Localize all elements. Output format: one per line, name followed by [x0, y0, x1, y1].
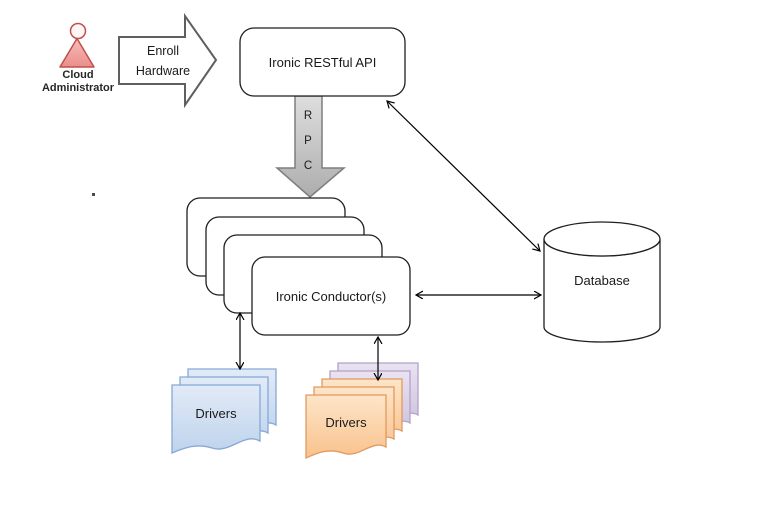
cylinder-top [543, 221, 661, 257]
arrow-api-database [387, 101, 540, 251]
drivers-blue-label: Drivers [195, 406, 237, 421]
rpc-letter-c: C [303, 160, 313, 172]
api-box [239, 27, 406, 97]
rpc-letter-r: R [303, 110, 313, 122]
drivers-blue-stack [171, 368, 277, 454]
conductor-stack [186, 197, 411, 336]
api-label: Ironic RESTful API [268, 54, 377, 70]
drivers-orange-stack [305, 362, 419, 460]
cloud-admin-icon [59, 22, 95, 68]
database-cylinder [543, 221, 661, 343]
database-label: Database [574, 272, 630, 288]
rpc-block-arrow [275, 95, 347, 198]
person-head-icon [69, 22, 87, 40]
cloud-admin-label: Cloud Administrator [41, 69, 115, 94]
enroll-hardware-block-arrow [118, 12, 218, 109]
blue-doc-front [171, 384, 261, 454]
connectors [240, 101, 541, 380]
conductor-label: Ironic Conductor(s) [275, 288, 387, 304]
drivers-orange-label: Drivers [325, 414, 367, 430]
conductor-box-front [251, 256, 411, 336]
stray-dot [92, 193, 95, 196]
rpc-label: R P C [297, 104, 319, 179]
orange-doc-front [305, 394, 387, 460]
person-body-icon [59, 37, 95, 68]
enroll-hardware-label: Enroll Hardware [135, 44, 191, 78]
rpc-letter-p: P [304, 135, 312, 147]
